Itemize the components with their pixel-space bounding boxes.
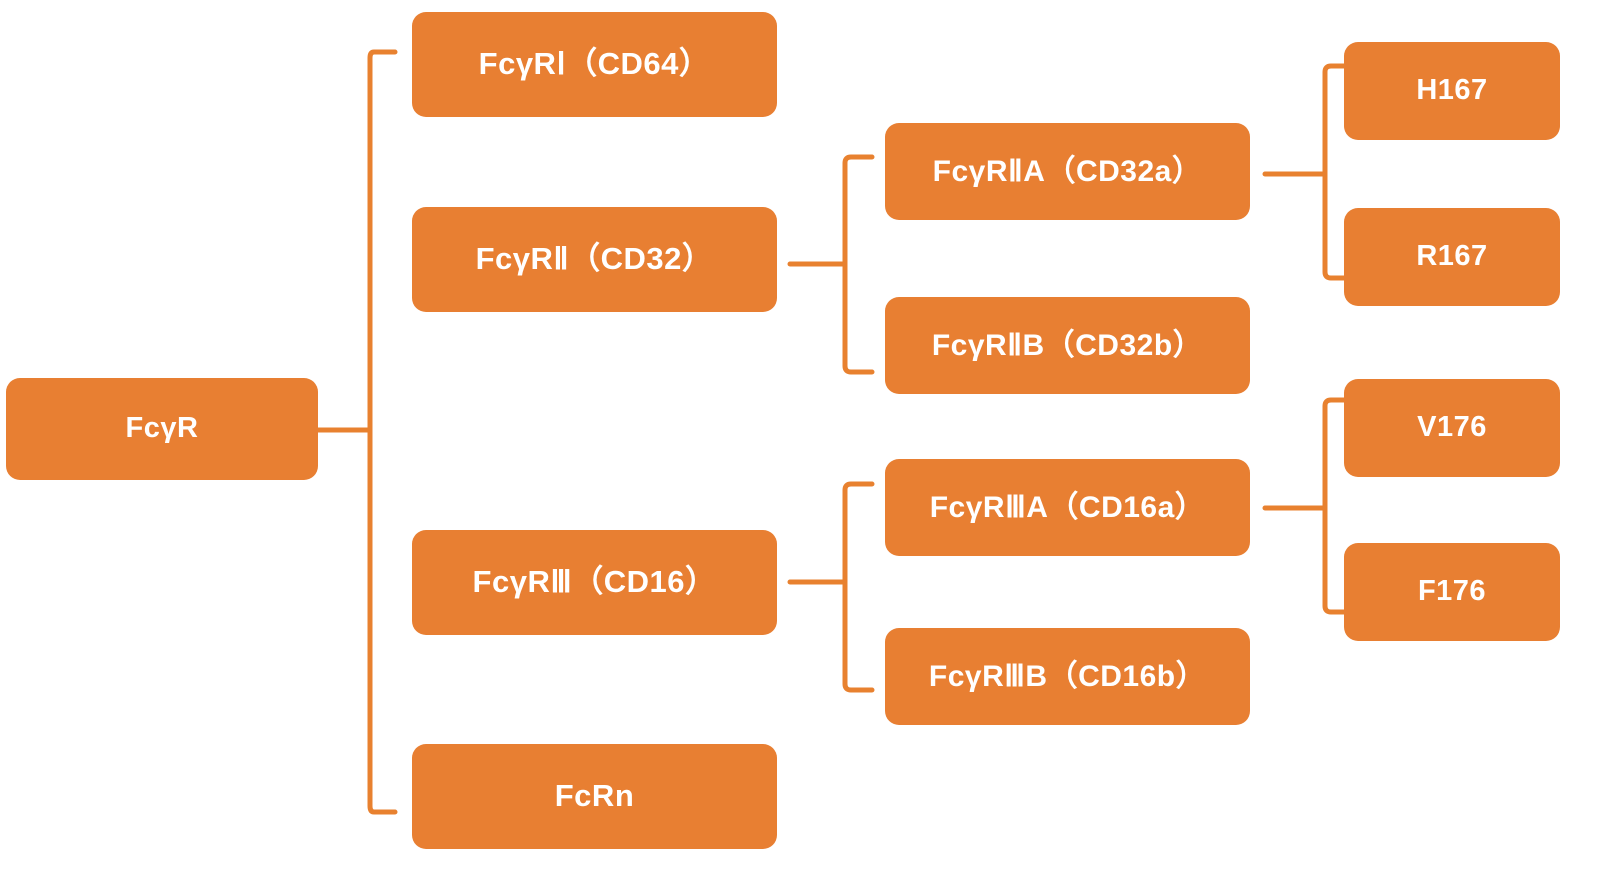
node-fcgr2b-cd32b[interactable]: FcγRⅡB（CD32b） [885,297,1250,394]
node-fcgr1-cd64[interactable]: FcγRⅠ（CD64） [412,12,777,117]
node-fcgr-root[interactable]: FcγR [6,378,318,480]
node-fcgr2-cd32[interactable]: FcγRⅡ（CD32） [412,207,777,312]
node-fcgr3a-cd16a[interactable]: FcγRⅢA（CD16a） [885,459,1250,556]
node-fcrn[interactable]: FcRn [412,744,777,849]
node-variant-h167[interactable]: H167 [1344,42,1560,140]
node-variant-v176[interactable]: V176 [1344,379,1560,477]
node-fcgr3b-cd16b[interactable]: FcγRⅢB（CD16b） [885,628,1250,725]
node-fcgr2a-cd32a[interactable]: FcγRⅡA（CD32a） [885,123,1250,220]
bracket-cd16-vertical [842,481,875,693]
node-variant-f176[interactable]: F176 [1344,543,1560,641]
node-fcgr3-cd16[interactable]: FcγRⅢ（CD16） [412,530,777,635]
bracket-cd32-vertical [842,154,875,375]
node-variant-r167[interactable]: R167 [1344,208,1560,306]
bracket-root-vertical [367,49,398,815]
